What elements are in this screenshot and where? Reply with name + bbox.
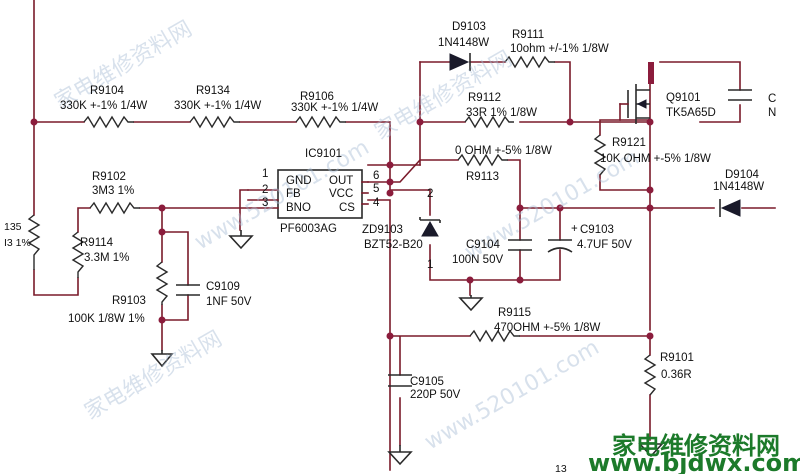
label-c9103-value: 4.7UF 50V xyxy=(577,239,632,251)
label-c9109-value: 1NF 50V xyxy=(206,296,252,308)
zener-pin-number: 1 xyxy=(427,259,433,271)
zener-pins: 2 1 xyxy=(427,188,433,271)
ground-symbol xyxy=(150,230,664,466)
resistor-r9104 xyxy=(83,115,134,129)
ic-pin-name: OUT xyxy=(329,175,353,187)
label-left-partial-a: 135 xyxy=(4,221,22,233)
label-r9102-value: 3M3 1% xyxy=(92,185,134,197)
mosfet-q9101 xyxy=(619,62,654,124)
resistor-r9113 xyxy=(457,153,508,167)
label-d9104-ref: D9104 xyxy=(725,169,759,181)
label-r9112-value: 33R 1% 1/8W xyxy=(466,107,537,119)
wires xyxy=(33,0,776,471)
watermark-layer: 家电维修资料网 家电维修资料网 www.520101.com www.52010… xyxy=(51,17,644,456)
label-r9106-value: 330K +-1% 1/4W xyxy=(291,102,378,114)
label-q9101-ref: Q9101 xyxy=(666,92,701,104)
label-c9109-ref: C9109 xyxy=(206,281,240,293)
label-r9134-value: 330K +-1% 1/4W xyxy=(174,100,261,112)
resistor-r9115 xyxy=(469,329,520,343)
capacitor-right-partial xyxy=(728,89,752,101)
label-zd9103-value: BZT52-B20 xyxy=(364,239,423,251)
ic-pin-number: 5 xyxy=(373,183,379,195)
label-c9105-ref: C9105 xyxy=(410,376,444,388)
label-r9101-value: 0.36R xyxy=(661,369,692,381)
resistor-r9121 xyxy=(593,134,607,176)
label-c9104-ref: C9104 xyxy=(466,239,500,251)
label-r9113-value: 0 OHM +-5% 1/8W xyxy=(455,145,552,157)
capacitor-c9104 xyxy=(508,239,532,251)
ic9101-pins: 1 2 3 GND FB BNO 6 5 4 OUT VCC CS xyxy=(262,168,380,214)
label-c9104-value: 100N 50V xyxy=(452,254,503,266)
resistor-r9114 xyxy=(71,231,85,278)
resistor-r9101 xyxy=(643,354,657,396)
label-d9103-value: 1N4148W xyxy=(438,37,489,49)
ic-pin-name: CS xyxy=(339,202,355,214)
ic-pin-name: GND xyxy=(286,175,312,187)
label-right-edge-c: C xyxy=(768,93,776,105)
label-r9113-ref: R9113 xyxy=(466,171,499,183)
label-r9106-ref: R9106 xyxy=(300,91,334,103)
capacitor-c9109 xyxy=(176,284,200,296)
label-r9111-value: 10ohm +/-1% 1/8W xyxy=(510,43,609,55)
logo-text-cn: 家电维修资料网 xyxy=(612,432,780,460)
label-q9101-value: TK5A65D xyxy=(666,107,716,119)
watermark-text: 家电维修资料网 xyxy=(81,327,227,426)
site-logo: 家电维修资料网 www.bjdwx.com xyxy=(588,432,800,474)
label-r9101-ref: R9101 xyxy=(660,352,694,364)
label-bottom-edge: 13 xyxy=(555,463,567,474)
label-r9121-ref: R9121 xyxy=(612,137,646,149)
resistor-r9111 xyxy=(504,55,555,69)
ic-pin-name: FB xyxy=(286,188,301,200)
resistor-r9112 xyxy=(464,115,514,129)
label-c9105-value: 220P 50V xyxy=(410,389,461,401)
label-r9114-value: 3.3M 1% xyxy=(84,252,129,264)
ic-pin-number: 6 xyxy=(373,170,379,182)
diode-d9104 xyxy=(719,199,741,217)
label-r9111-ref: R9111 xyxy=(512,29,544,41)
label-r9104-value: 330K +-1% 1/4W xyxy=(60,100,147,112)
label-c9103-polarity: + xyxy=(571,223,578,235)
resistor-r9102 xyxy=(89,201,140,215)
label-r9102-ref: R9102 xyxy=(92,171,126,183)
ic-pin-name: VCC xyxy=(329,188,353,200)
label-r9103-ref: R9103 xyxy=(112,295,146,307)
capacitor-c9103 xyxy=(547,239,573,253)
ic-pin-name: BNO xyxy=(286,202,311,214)
label-c9103-ref: C9103 xyxy=(580,224,614,236)
logo-text-url: www.bjdwx.com xyxy=(588,449,800,474)
capacitor-c9105 xyxy=(388,374,412,387)
label-r9134-ref: R9134 xyxy=(196,85,230,97)
ic-pin-number: 4 xyxy=(373,197,380,209)
label-r9115-ref: R9115 xyxy=(498,307,531,319)
junctions xyxy=(30,118,654,340)
label-ic9101-value: PF6003AG xyxy=(280,223,337,235)
ic-pin-number: 1 xyxy=(262,168,268,180)
resistor-r9103 xyxy=(155,261,169,305)
ic-pin-number: 2 xyxy=(262,184,268,196)
ic9101-body xyxy=(247,169,369,219)
label-left-partial-b: I3 1% xyxy=(4,237,31,249)
label-d9103-ref: D9103 xyxy=(452,21,486,33)
zener-pin-number: 2 xyxy=(427,188,433,200)
label-r9103-value: 100K 1/8W 1% xyxy=(68,313,145,325)
label-r9104-ref: R9104 xyxy=(90,85,124,97)
label-right-edge-n: N xyxy=(768,107,776,119)
diode-d9103 xyxy=(449,53,471,71)
ic-pin-number: 3 xyxy=(262,197,268,209)
label-r9115-value: 470OHM +-5% 1/8W xyxy=(494,322,601,334)
zener-zd9103 xyxy=(419,217,441,237)
label-r9114-ref: R9114 xyxy=(80,237,114,249)
label-r9121-value: 10K OHM +-5% 1/8W xyxy=(600,153,711,165)
resistor-r9106 xyxy=(295,115,346,129)
resistor-left-partial xyxy=(27,214,41,270)
label-d9104-value: 1N4148W xyxy=(713,181,764,193)
label-ic9101-ref: IC9101 xyxy=(305,148,342,160)
label-zd9103-ref: ZD9103 xyxy=(362,224,403,236)
label-r9112-ref: R9112 xyxy=(468,92,501,104)
resistor-r9134 xyxy=(189,115,240,129)
